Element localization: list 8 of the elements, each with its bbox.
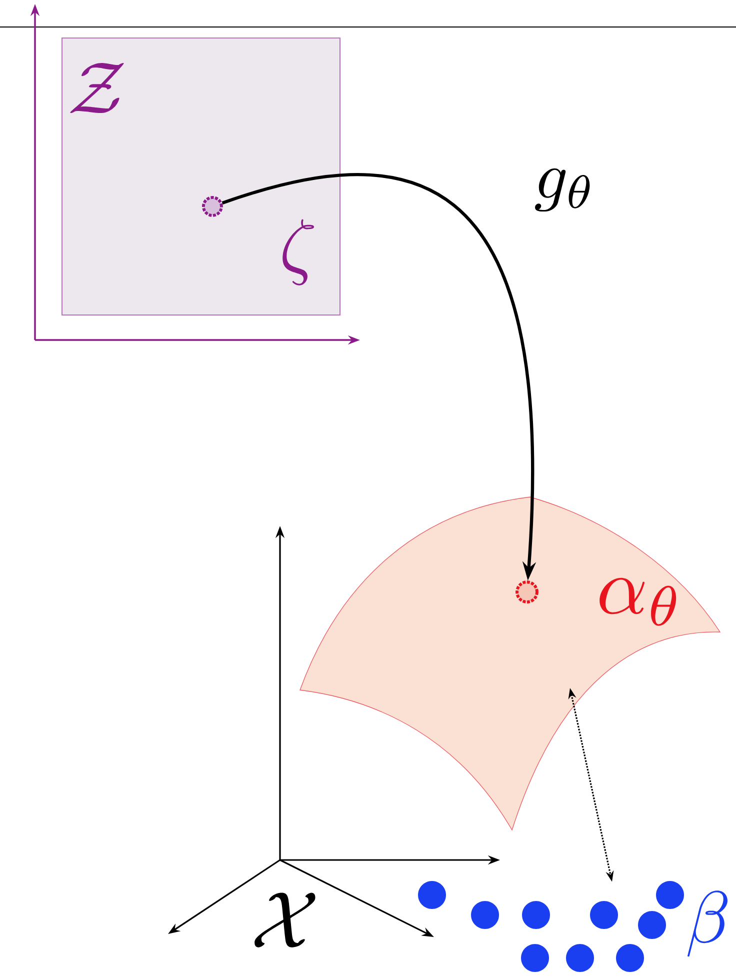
axis-label: $\mathcal{X}$ [254, 892, 316, 948]
sample-point [516, 580, 538, 604]
point-label: $\zeta$ [282, 219, 314, 286]
sample-point [202, 196, 223, 217]
cloud-label: $\beta$ [688, 890, 728, 957]
manifold-surface: $\alpha_\theta$ [300, 496, 720, 830]
edge-label: $g_\theta$ [532, 168, 598, 212]
point-cloud [418, 881, 684, 972]
